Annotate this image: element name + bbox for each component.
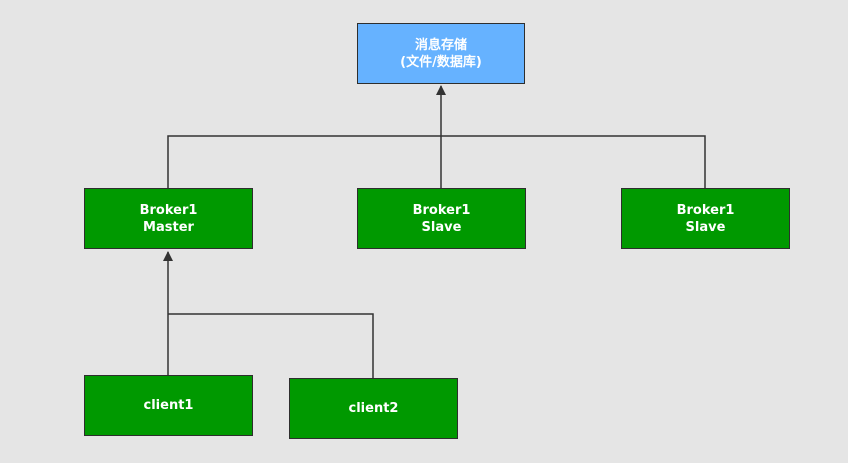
broker-slave-node-right: Broker1 Slave (621, 188, 790, 249)
storage-label-line1: 消息存储 (414, 37, 467, 53)
storage-label-line2: (文件/数据库) (400, 54, 482, 70)
client1-node: client1 (84, 375, 253, 436)
client1-label: client1 (143, 398, 194, 413)
connector-master-to-bus (167, 135, 706, 188)
broker-slave-middle-label-line2: Slave (421, 219, 462, 235)
broker-slave-node-middle: Broker1 Slave (357, 188, 526, 249)
broker-slave-middle-label-line1: Broker1 (412, 202, 471, 218)
client2-label: client2 (348, 401, 399, 416)
broker-master-label-line2: Master (143, 219, 194, 235)
client2-node: client2 (289, 378, 458, 439)
broker-master-label-line1: Broker1 (139, 202, 198, 218)
broker-slave-right-label-line1: Broker1 (676, 202, 735, 218)
storage-node: 消息存储 (文件/数据库) (357, 23, 525, 84)
broker-slave-right-label-line2: Slave (685, 219, 726, 235)
broker-master-node: Broker1 Master (84, 188, 253, 249)
connector-client2-to-bus (168, 313, 374, 378)
